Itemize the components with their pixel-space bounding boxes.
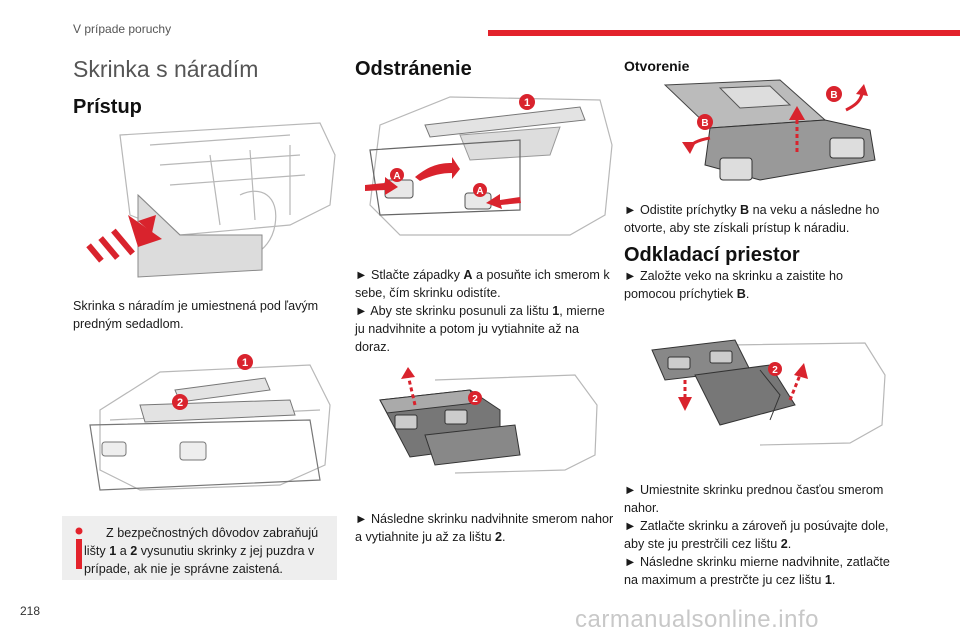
label-2: 2 xyxy=(772,365,778,376)
label-b: B xyxy=(830,90,837,101)
removal-step-3: ► Následne skrinku nadvihnite smerom nah… xyxy=(355,512,614,544)
label-1: 1 xyxy=(524,97,530,109)
storage-step-2: ► Umiestnite skrinku prednou časťou smer… xyxy=(624,483,884,515)
seat-illustration xyxy=(86,122,336,278)
label-2: 2 xyxy=(177,397,183,409)
watermark: carmanualsonline.info xyxy=(575,606,819,633)
section-title-removal: Odstránenie xyxy=(355,58,472,80)
storage-step-4: ► Následne skrinku mierne nadvihnite, za… xyxy=(624,555,890,587)
label-a: A xyxy=(393,171,400,182)
removal-step-2: ► Aby ste skrinku posunuli za lištu 1, m… xyxy=(355,304,605,354)
section-title-opening: Otvorenie xyxy=(624,58,690,74)
info-box: Z bezpečnostných dôvodov zabraňujú lišty… xyxy=(62,516,337,580)
opening-step-1: ► Odistite príchytky B na veku a následn… xyxy=(624,203,880,235)
removal-latches-illustration: 1 A A xyxy=(365,94,613,236)
storage-illustration: 2 xyxy=(651,339,886,446)
storage-step-1: ► Založte veko na skrinku a zaistite ho … xyxy=(624,269,843,301)
removal-step-1: ► Stlačte západky A a posuňte ich smerom… xyxy=(355,268,610,300)
storage-step-3: ► Zatlačte skrinku a zároveň ju posúvajt… xyxy=(624,519,889,551)
label-2: 2 xyxy=(472,394,478,405)
toolbox-bars-illustration: 1 2 xyxy=(89,354,331,491)
section-title-toolbox: Skrinka s náradím xyxy=(73,56,259,82)
label-a: A xyxy=(476,186,483,197)
info-text: Z bezpečnostných dôvodov zabraňujú lišty… xyxy=(84,526,319,576)
toolbox-location-text: Skrinka s náradím je umiestnená pod ľavý… xyxy=(73,299,319,331)
section-title-storage: Odkladací priestor xyxy=(624,244,800,266)
label-b: B xyxy=(701,118,708,129)
removal-lift-illustration: 2 xyxy=(379,367,598,474)
subtitle-access: Prístup xyxy=(73,96,142,118)
page-number: 218 xyxy=(20,604,41,618)
info-icon xyxy=(75,527,83,569)
label-1: 1 xyxy=(242,357,248,369)
opening-lid-illustration: B B xyxy=(663,79,876,181)
running-header: V prípade poruchy xyxy=(73,22,172,36)
header-accent-bar xyxy=(488,30,960,36)
